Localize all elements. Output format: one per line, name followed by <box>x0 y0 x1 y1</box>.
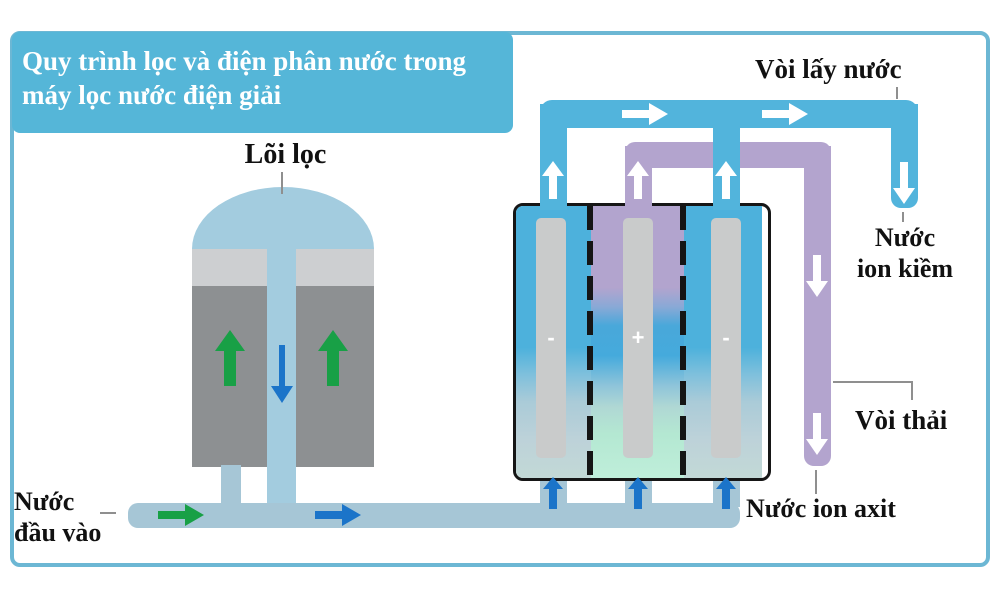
inlet-water-label-line1: Nước <box>14 487 75 516</box>
waste-tap-label: Vòi thải <box>855 405 948 435</box>
inlet-water-label-line2: đầu vào <box>14 518 102 547</box>
cell-inflow-up-icon <box>716 477 736 509</box>
alkaline-water-label-line2: ion kiềm <box>856 254 954 283</box>
flow-arrow-up-icon <box>627 161 649 199</box>
title-line-1: Quy trình lọc và điện phân nước trong <box>22 46 466 76</box>
inlet-water-label: Nước đầu vào <box>14 486 101 548</box>
filter-core-label: Lõi lọc <box>244 139 327 170</box>
electrode-sign: + <box>631 325 645 350</box>
title-line-2: máy lọc nước điện giải <box>22 80 282 110</box>
filter-inlet-stub <box>221 465 241 507</box>
inlet-flow-right-icon <box>158 504 204 526</box>
flow-arrow-right-icon <box>622 103 668 125</box>
alkaline-water-label: Nước ion kiềm <box>843 222 967 284</box>
cell-membrane-dashed-left <box>587 206 593 478</box>
acid-waste-pipe-vertical <box>804 146 831 466</box>
cell-membrane-dashed-right <box>680 206 686 478</box>
acid-water-callout-line <box>815 470 817 494</box>
flow-arrow-up-icon <box>715 161 737 199</box>
electrode-negative-left: - <box>536 218 566 458</box>
filter-flow-up-icon <box>318 330 348 386</box>
cell-inflow-up-icon <box>628 477 648 509</box>
electrode-positive-middle: + <box>623 218 653 458</box>
acid-water-label: Nước ion axit <box>746 494 896 523</box>
inlet-water-callout-line <box>100 512 116 514</box>
supply-flow-right-icon <box>315 504 361 526</box>
cell-inflow-up-icon <box>543 477 563 509</box>
filter-flow-up-icon <box>215 330 245 386</box>
title-box: Quy trình lọc và điện phân nước trong má… <box>12 32 513 133</box>
electrode-negative-right: - <box>711 218 741 458</box>
alkaline-water-label-line1: Nước <box>874 223 936 252</box>
filter-core-callout-line <box>281 172 283 194</box>
electrode-sign: - <box>722 325 730 350</box>
flow-arrow-down-icon <box>893 162 915 204</box>
waste-tap-callout-line-horizontal <box>833 381 913 383</box>
alkaline-water-callout-line <box>902 212 904 222</box>
flow-arrow-down-icon <box>806 413 828 455</box>
electrolysis-cell: - + - <box>513 203 771 481</box>
flow-arrow-up-icon <box>542 161 564 199</box>
water-tap-callout-line <box>896 87 898 99</box>
flow-arrow-right-icon <box>762 103 808 125</box>
waste-tap-callout-line-vertical <box>911 381 913 400</box>
filter-flow-down-icon <box>271 345 293 403</box>
electrode-sign: - <box>547 325 555 350</box>
water-tap-label: Vòi lấy nước <box>755 54 902 84</box>
flow-arrow-down-icon <box>806 255 828 297</box>
